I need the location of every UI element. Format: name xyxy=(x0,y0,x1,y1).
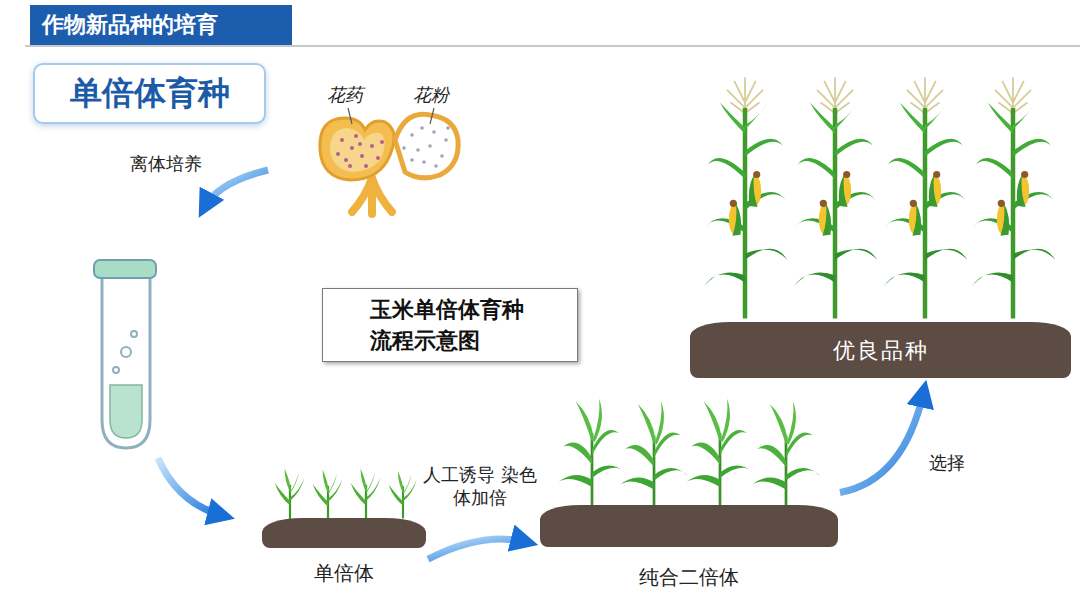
step-label: 离体培养 xyxy=(130,152,202,176)
haploid-bed: 单倍体 xyxy=(262,450,426,590)
node-text: 花药 xyxy=(327,83,363,107)
haploid-plants xyxy=(275,469,417,520)
soil-bed xyxy=(540,505,838,547)
leader-line xyxy=(430,108,434,124)
flow-arrow xyxy=(158,458,224,516)
diploid-bed: 纯合二倍体 xyxy=(540,390,838,595)
variety-field: 优良品种 xyxy=(690,60,1071,378)
edge-label: 人工诱导 染色体加倍 xyxy=(417,463,543,510)
node-text: 单倍体 xyxy=(262,560,426,587)
soil-bed xyxy=(262,518,426,548)
anther-figure: 花药 花粉 xyxy=(315,80,465,215)
caption-box: 玉米单倍体育种 流程示意图 xyxy=(322,288,578,362)
slide-title: 作物新品种的培育 xyxy=(42,9,218,41)
flow-arrow xyxy=(428,539,527,559)
title-box: 单倍体育种 xyxy=(33,63,266,124)
title-band xyxy=(30,5,292,45)
node-text: 优良品种 xyxy=(690,336,1071,366)
flow-arrow xyxy=(204,170,268,208)
flow-arrow xyxy=(840,391,924,493)
test-tube xyxy=(94,260,156,448)
node-text: 玉米单倍体育种 流程示意图 xyxy=(370,295,542,357)
leader-line xyxy=(348,108,352,124)
node-text: 纯合二倍体 xyxy=(540,564,838,591)
title-rule xyxy=(25,45,1080,47)
anther-drawing xyxy=(320,108,458,214)
diploid-plants xyxy=(558,399,820,508)
node-text: 单倍体育种 xyxy=(35,65,264,122)
node-text: 花粉 xyxy=(413,83,449,107)
edge-label: 选择 xyxy=(929,451,965,474)
corn-plants xyxy=(704,77,1056,318)
